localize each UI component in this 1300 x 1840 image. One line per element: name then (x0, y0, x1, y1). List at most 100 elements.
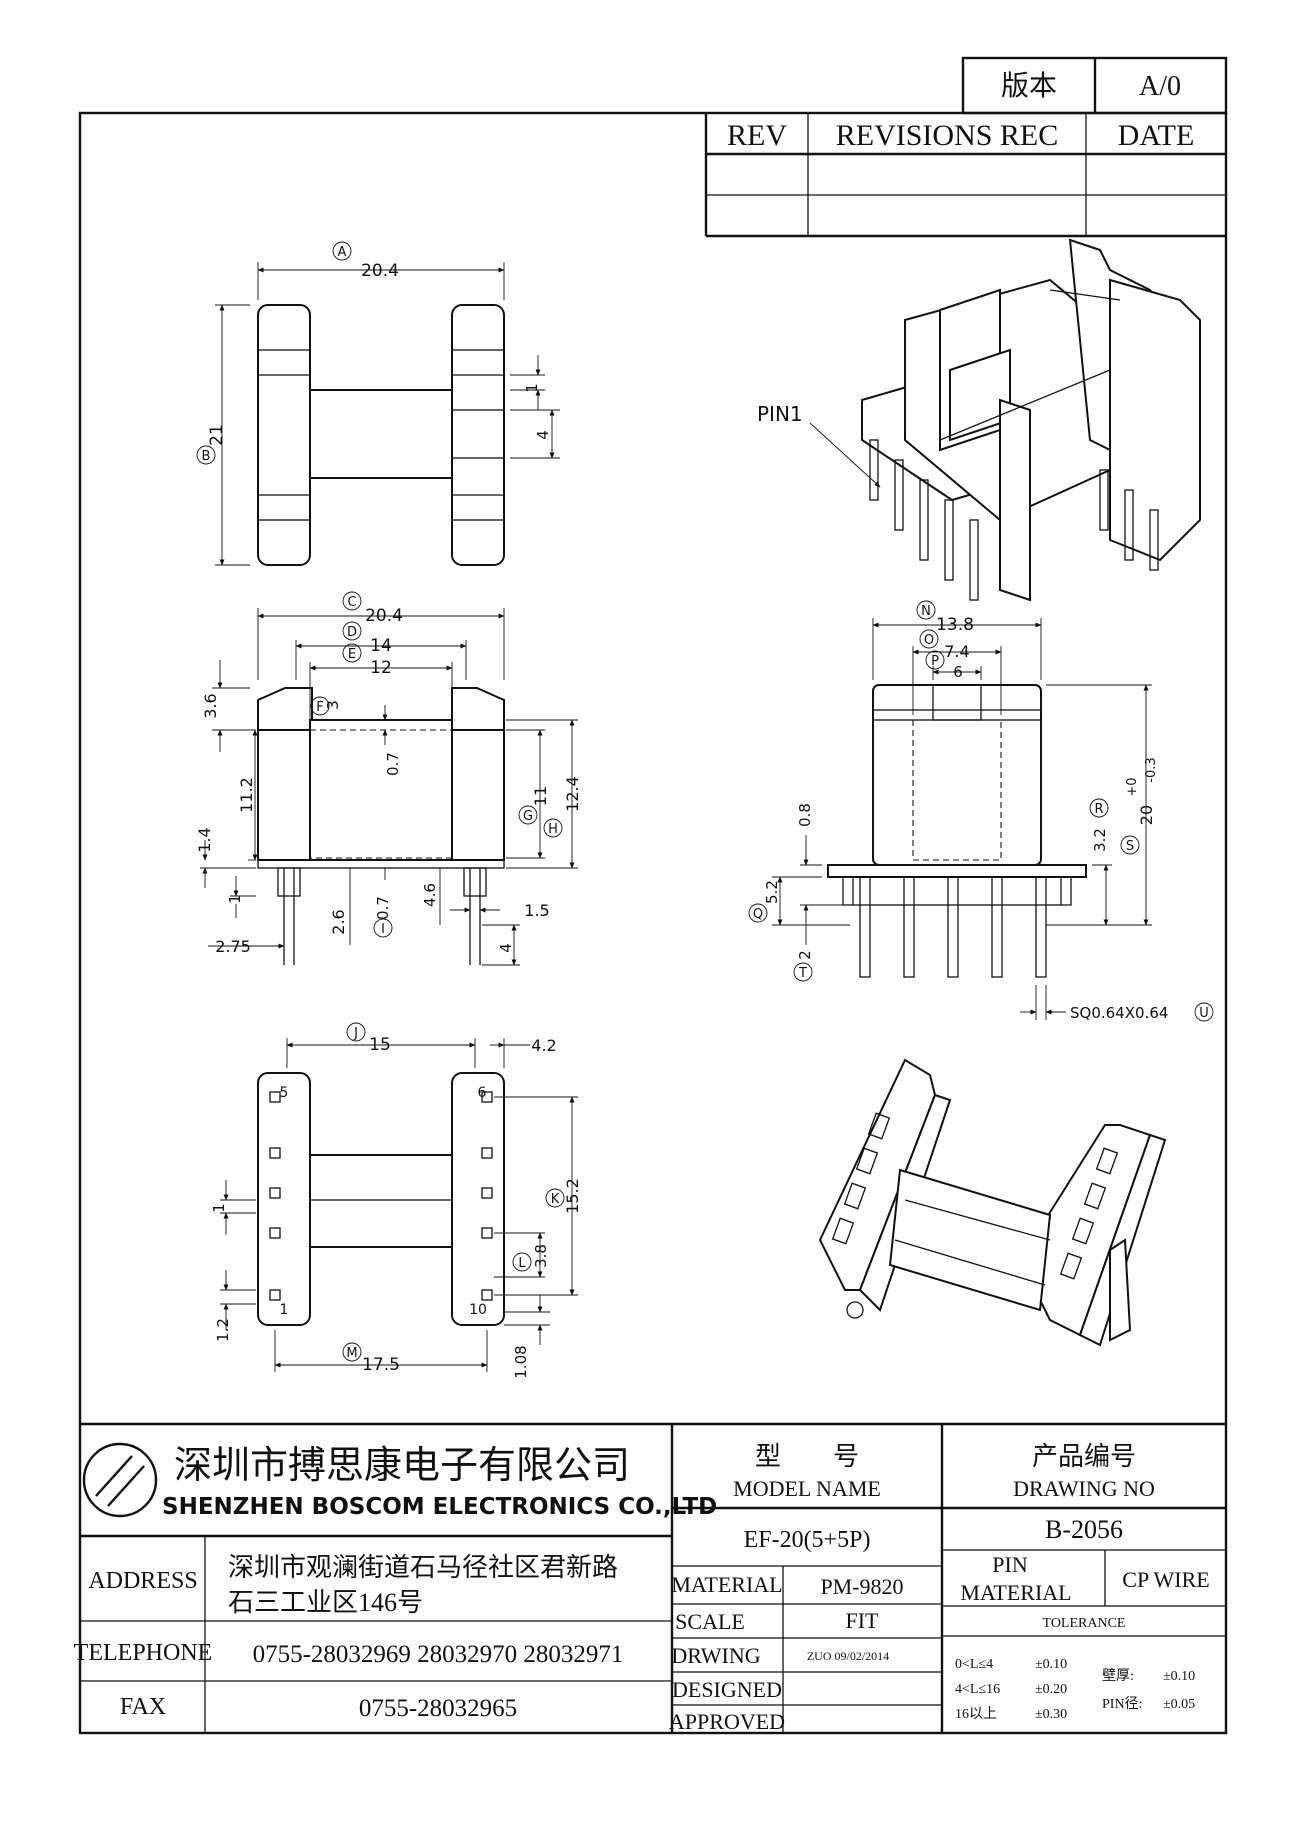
svg-text:1: 1 (226, 894, 244, 904)
svg-text:±0.20: ±0.20 (1035, 1682, 1067, 1697)
model-name-en: MODEL NAME (733, 1476, 881, 1501)
svg-text:P: P (931, 654, 939, 669)
svg-text:3.6: 3.6 (201, 693, 220, 718)
date-header: DATE (1118, 119, 1195, 152)
pin-material-value: CP WIRE (1122, 1567, 1209, 1592)
svg-text:Q: Q (753, 907, 763, 922)
fax-value: 0755-28032965 (359, 1695, 517, 1722)
pin-material-label-1: PIN (992, 1552, 1028, 1577)
isometric-view-bottom (818, 1058, 1167, 1347)
svg-text:1.4: 1.4 (195, 827, 214, 852)
telephone-value: 0755-28032969 28032970 28032971 (253, 1641, 624, 1668)
svg-text:1.2: 1.2 (214, 1318, 232, 1342)
svg-text:4: 4 (497, 943, 515, 953)
wall-thickness-value: ±0.10 (1163, 1669, 1195, 1684)
svg-text:7.4: 7.4 (944, 642, 969, 661)
svg-text:14: 14 (370, 636, 392, 656)
material-label: MATERIAL (671, 1572, 782, 1597)
svg-text:I: I (381, 922, 385, 937)
svg-text:1.08: 1.08 (512, 1345, 530, 1378)
svg-text:4.6: 4.6 (421, 883, 439, 907)
tolerance-label: TOLERANCE (1043, 1616, 1126, 1631)
svg-text:1: 1 (280, 1302, 289, 1318)
front-view: C 20.4 D 14 E 12 3.6 F 3 0.7 11.2 (195, 591, 582, 966)
svg-text:S: S (1126, 839, 1134, 854)
svg-text:3: 3 (324, 700, 342, 710)
side-view: N 13.8 O 7.4 P 6 0.8 Q 5.2 T 2 R (748, 600, 1214, 1022)
svg-text:17.5: 17.5 (362, 1355, 400, 1375)
revisions-rec-header: REVISIONS REC (836, 119, 1059, 152)
designed-label: DESIGNED (672, 1677, 782, 1702)
svg-text:G: G (523, 809, 533, 824)
svg-text:J: J (353, 1026, 358, 1041)
scale-label: SCALE (675, 1609, 745, 1634)
svg-text:T: T (798, 966, 807, 981)
svg-text:10: 10 (469, 1302, 487, 1318)
svg-text:2.6: 2.6 (329, 909, 348, 934)
svg-text:4<L≤16: 4<L≤16 (955, 1682, 1000, 1697)
svg-text:1: 1 (210, 1203, 228, 1213)
svg-text:D: D (347, 625, 357, 640)
scale-value: FIT (846, 1608, 880, 1633)
svg-text:5: 5 (280, 1085, 289, 1101)
svg-text:C: C (347, 595, 356, 610)
svg-text:6: 6 (478, 1085, 487, 1101)
svg-text:0.7: 0.7 (384, 752, 402, 776)
svg-text:R: R (1094, 802, 1103, 817)
pin1-label: PIN1 (757, 402, 803, 426)
svg-text:6: 6 (953, 663, 963, 681)
side-view-pins (859, 876, 1047, 978)
rev-header: REV (727, 119, 787, 152)
drawing-no-cn: 产品编号 (1032, 1442, 1136, 1471)
iso-bottom-pin-slots (831, 1112, 1119, 1280)
svg-text:11: 11 (531, 786, 550, 806)
svg-text:20.4: 20.4 (365, 606, 403, 626)
pin-pads (269, 1091, 493, 1301)
top-view: A 20.4 B 21 1 4 (196, 241, 560, 566)
svg-text:O: O (924, 633, 934, 648)
revision-table: REV REVISIONS REC DATE (704, 113, 1226, 238)
svg-text:3.2: 3.2 (1091, 828, 1109, 852)
drawing-no-en: DRAWING NO (1013, 1476, 1155, 1501)
svg-text:L: L (518, 1256, 526, 1271)
svg-text:16以上: 16以上 (955, 1706, 997, 1722)
svg-text:B: B (202, 449, 211, 464)
title-block: 深圳市搏思康电子有限公司 SHENZHEN BOSCOM ELECTRONICS… (74, 1422, 1226, 1734)
svg-text:E: E (348, 647, 356, 662)
telephone-label: TELEPHONE (74, 1640, 213, 1666)
model-name-cn: 型 号 (755, 1442, 859, 1471)
svg-text:+0: +0 (1125, 777, 1140, 796)
address-line-1: 深圳市观澜街道石马径社区君新路 (228, 1553, 618, 1582)
svg-text:3.8: 3.8 (532, 1244, 550, 1268)
svg-text:N: N (921, 604, 931, 619)
dim-B-value: 21 (207, 424, 227, 446)
svg-text:U: U (1199, 1006, 1209, 1021)
company-name-en: SHENZHEN BOSCOM ELECTRONICS CO.,LTD (162, 1494, 717, 1520)
svg-text:13.8: 13.8 (936, 615, 974, 635)
svg-text:15.2: 15.2 (563, 1178, 582, 1214)
iso-top-pins (869, 439, 1159, 601)
svg-text:M: M (346, 1346, 357, 1361)
drwing-value: ZUO 09/02/2014 (807, 1649, 889, 1663)
svg-text:15: 15 (369, 1035, 391, 1055)
pin-diameter-value: ±0.05 (1163, 1697, 1195, 1712)
svg-text:11.2: 11.2 (237, 777, 256, 813)
sheet-border (78, 111, 1228, 1735)
wall-thickness-label: 壁厚: (1102, 1668, 1134, 1684)
svg-text:20: 20 (1137, 805, 1156, 825)
svg-text:SQ0.64X0.64: SQ0.64X0.64 (1070, 1004, 1168, 1022)
pin-diameter-label: PIN径: (1102, 1696, 1142, 1712)
address-line-2: 石三工业区146号 (228, 1588, 423, 1617)
svg-text:0.8: 0.8 (796, 803, 814, 827)
svg-text:A: A (338, 245, 347, 260)
svg-text:1: 1 (523, 383, 541, 393)
svg-text:±0.10: ±0.10 (1035, 1657, 1067, 1672)
svg-text:2.75: 2.75 (215, 937, 251, 956)
tolerance-table: 0<L≤4 ±0.10 4<L≤16 ±0.20 16以上 ±0.30 壁厚: … (955, 1657, 1195, 1722)
svg-text:±0.30: ±0.30 (1035, 1707, 1067, 1722)
company-name-cn: 深圳市搏思康电子有限公司 (174, 1445, 630, 1487)
version-value: A/0 (1139, 71, 1181, 102)
drawing-no-value: B-2056 (1045, 1515, 1123, 1544)
approved-label: APPROVED (669, 1709, 785, 1734)
